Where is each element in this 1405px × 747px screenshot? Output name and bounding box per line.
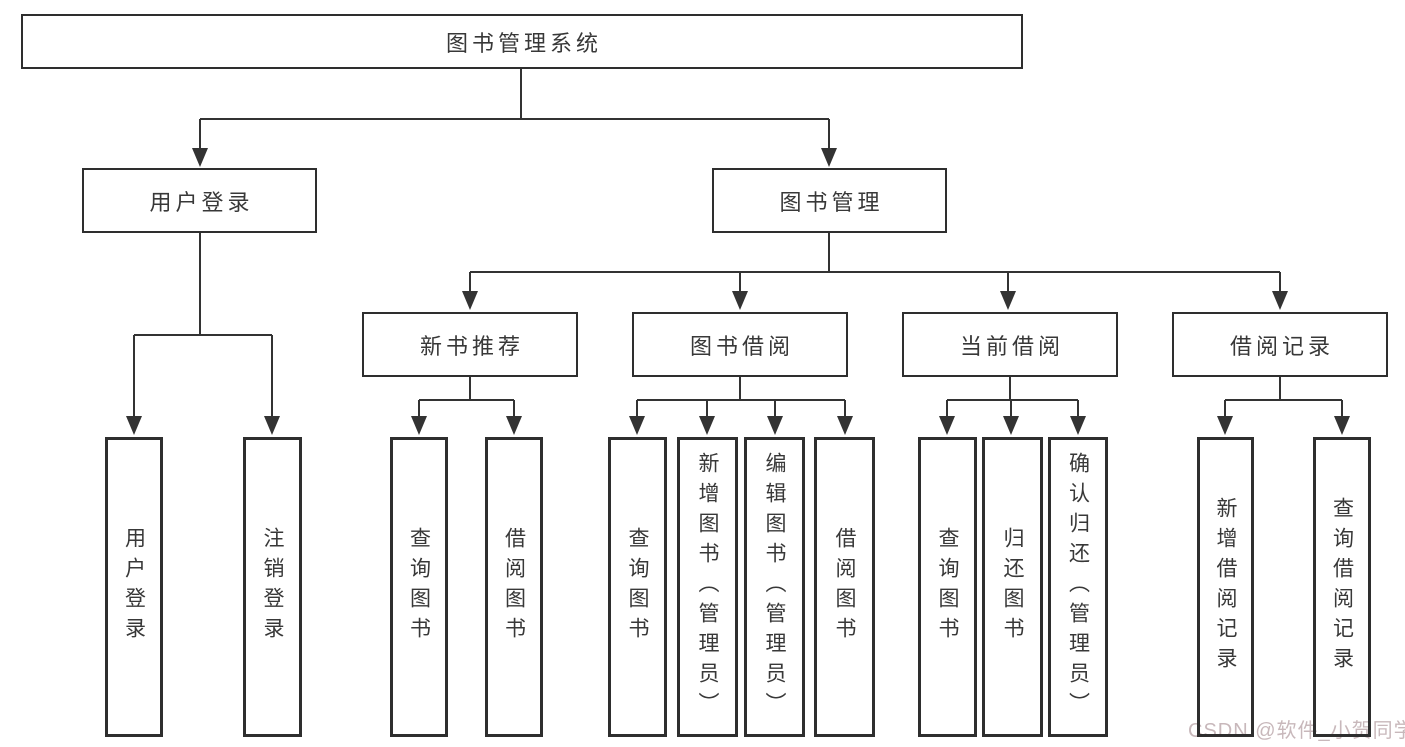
node-book-management: 图书管理 xyxy=(712,168,947,233)
node-borrow-records: 借阅记录 xyxy=(1172,312,1388,377)
node-book-borrow: 图书借阅 xyxy=(632,312,848,377)
node-logout-leaf: 注销登录 xyxy=(243,437,302,737)
node-query-books-borrow: 查询图书 xyxy=(608,437,667,737)
node-confirm-return-admin: 确认归还（管理员） xyxy=(1048,437,1108,737)
node-query-borrow-record: 查询借阅记录 xyxy=(1313,437,1371,737)
node-user-login-leaf: 用户登录 xyxy=(105,437,163,737)
node-current-borrow: 当前借阅 xyxy=(902,312,1118,377)
node-new-book-recommend: 新书推荐 xyxy=(362,312,578,377)
node-borrow-books-recommend: 借阅图书 xyxy=(485,437,543,737)
node-add-book-admin: 新增图书（管理员） xyxy=(677,437,738,737)
node-query-books-current: 查询图书 xyxy=(918,437,977,737)
node-query-books-recommend: 查询图书 xyxy=(390,437,448,737)
node-borrow-books-leaf: 借阅图书 xyxy=(814,437,875,737)
node-system-root: 图书管理系统 xyxy=(21,14,1023,69)
node-return-book: 归还图书 xyxy=(982,437,1043,737)
node-user-login: 用户登录 xyxy=(82,168,317,233)
node-edit-book-admin: 编辑图书（管理员） xyxy=(744,437,805,737)
node-add-borrow-record: 新增借阅记录 xyxy=(1197,437,1254,737)
